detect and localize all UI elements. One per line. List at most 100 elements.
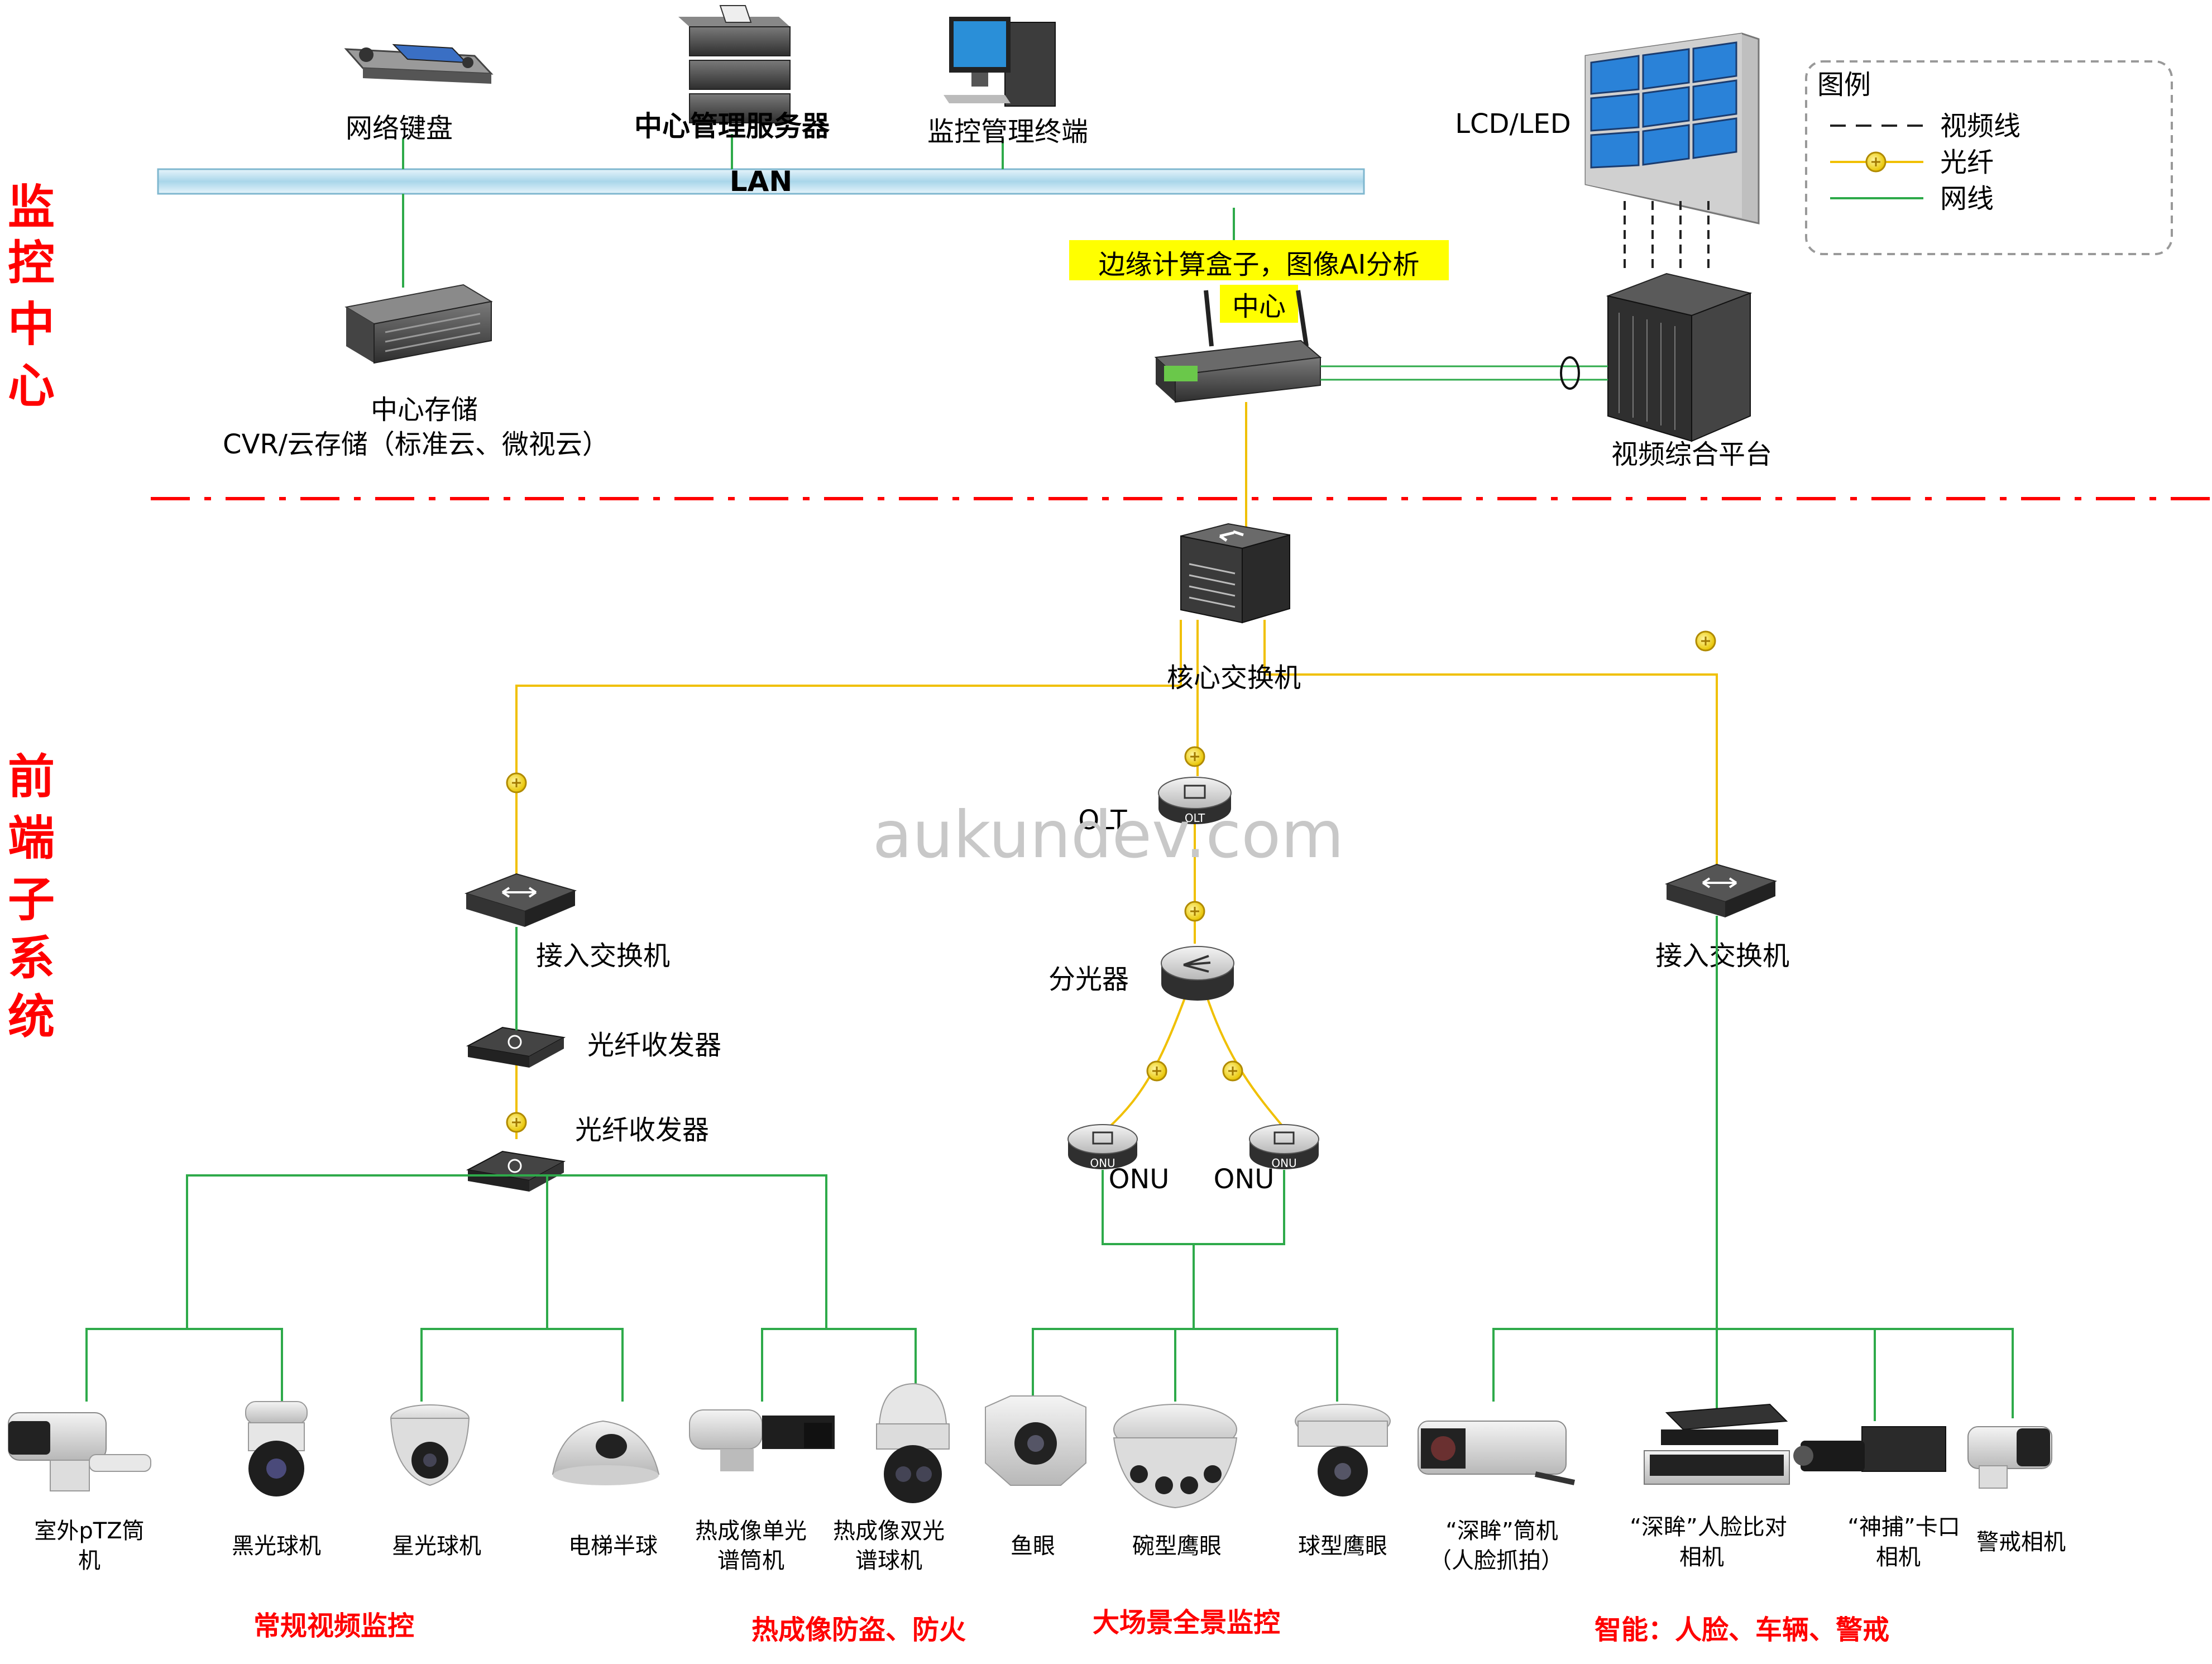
video-lines (1624, 201, 1710, 274)
thermal-bullet-camera-icon (689, 1409, 835, 1471)
checkpoint-camera-icon (1793, 1426, 1946, 1472)
edge-box-label-1: 边缘计算盒子，图像AI分析 (1099, 249, 1420, 280)
video-platform-icon (1606, 272, 1753, 442)
terminal-icon (944, 17, 1056, 107)
svg-text:控: 控 (8, 236, 55, 290)
camera-label-11a: “深眸”人脸比对 (1630, 1514, 1787, 1540)
edge-box-highlight-2 (1220, 285, 1298, 323)
camera-label-9: 球型鹰眼 (1298, 1533, 1387, 1559)
access-switch-label-left: 接入交换机 (536, 940, 670, 972)
alert-camera-icon (1967, 1426, 2052, 1489)
splitter-icon (1161, 946, 1234, 1001)
onu-label-left: ONU (1109, 1164, 1170, 1195)
svg-text:系: 系 (8, 931, 55, 986)
thermal-dual-ball-camera-icon (876, 1383, 950, 1503)
camera-label-7: 鱼眼 (1011, 1533, 1055, 1559)
camera-label-11b: 相机 (1679, 1545, 1724, 1570)
legend: 图例 视频线 光纤 网线 (1805, 60, 2173, 255)
olt-icon: OLT (1158, 777, 1232, 825)
ptz-bullet-camera-icon (8, 1412, 151, 1491)
server-icon (678, 5, 791, 123)
camera-label-13: 警戒相机 (1976, 1529, 2066, 1555)
svg-text:端: 端 (8, 811, 55, 866)
access-switch-icon-left (464, 873, 577, 927)
camera-label-6b: 谱球机 (855, 1548, 922, 1574)
camera-label-1b: 机 (78, 1548, 100, 1574)
svg-text:子: 子 (8, 872, 55, 927)
lcd-label: LCD/LED (1455, 108, 1571, 140)
onu-icon-right: ONU (1249, 1124, 1319, 1170)
camera-label-12a: “神捕”卡口 (1847, 1514, 1960, 1540)
svg-text:统: 统 (8, 989, 55, 1044)
svg-text:监: 监 (8, 180, 55, 235)
fiber-lines (515, 402, 1718, 1139)
deepeye-bullet-camera-icon (1418, 1421, 1576, 1485)
watermark: aukundev.com (873, 797, 1344, 873)
elevator-mini-dome-camera-icon (552, 1420, 660, 1485)
lan-label: LAN (730, 165, 792, 198)
onu-badge-right: ONU (1271, 1156, 1296, 1170)
core-switch-label: 核心交换机 (1167, 662, 1301, 694)
category-thermal: 热成像防盗、防火 (751, 1614, 966, 1646)
onu-badge-left: ONU (1090, 1156, 1115, 1170)
camera-label-6a: 热成像双光 (833, 1518, 945, 1544)
edge-to-platform-cables (1320, 356, 1608, 390)
section-label-frontend: 前 端 子 系 统 (8, 749, 55, 1044)
video-platform-label: 视频综合平台 (1611, 439, 1772, 470)
category-intelligent: 智能：人脸、车辆、警戒 (1595, 1614, 1889, 1646)
terminal-label: 监控管理终端 (927, 116, 1088, 147)
camera-labels: 室外pTZ筒 机 黑光球机 星光球机 电梯半球 热成像单光 谱筒机 热成像双光 … (34, 1514, 2066, 1574)
camera-label-4: 电梯半球 (568, 1533, 658, 1559)
fiber-transceiver-icon-top (466, 1026, 566, 1068)
keyboard-icon (344, 44, 494, 84)
fiber-transceiver-icon-bottom (466, 1150, 566, 1192)
face-compare-camera-icon (1644, 1403, 1790, 1485)
camera-label-5a: 热成像单光 (695, 1518, 807, 1544)
storage-label-2: CVR/云存储（标准云、微视云） (223, 429, 609, 460)
core-switch-icon (1180, 523, 1290, 624)
lan-connections (402, 134, 1235, 288)
camera-label-1a: 室外pTZ筒 (34, 1518, 144, 1544)
svg-text:前: 前 (8, 749, 55, 804)
section-label-monitor-center: 监 控 中 心 (8, 180, 55, 413)
ball-eagle-eye-camera-icon (1295, 1404, 1391, 1496)
fiber-transceiver-label-top: 光纤收发器 (587, 1030, 721, 1061)
olt-badge: OLT (1185, 811, 1205, 825)
camera-label-3: 星光球机 (392, 1533, 481, 1559)
camera-label-10a: “深眸”筒机 (1445, 1518, 1558, 1544)
legend-fiber-node (1865, 151, 1887, 173)
legend-item-video: 视频线 (1940, 111, 2021, 142)
category-labels: 常规视频监控 热成像防盗、防火 大场景全景监控 智能：人脸、车辆、警戒 (253, 1607, 1889, 1646)
splitter-label: 分光器 (1048, 964, 1129, 995)
storage-label-1: 中心存储 (371, 394, 478, 425)
lan-bus (157, 168, 1365, 195)
fisheye-camera-icon (985, 1395, 1086, 1486)
legend-item-fiber: 光纤 (1940, 147, 1994, 178)
lcd-wall-icon (1584, 32, 1760, 224)
camera-label-5b: 谱筒机 (717, 1548, 784, 1574)
starlight-dome-camera-icon (390, 1404, 470, 1486)
legend-title: 图例 (1817, 69, 1871, 101)
category-general: 常规视频监控 (253, 1610, 414, 1642)
blacklight-dome-camera-icon (245, 1401, 308, 1496)
cable-lines (85, 916, 2014, 1421)
access-switch-label-right: 接入交换机 (1655, 940, 1789, 972)
camera-label-8: 碗型鹰眼 (1132, 1533, 1222, 1559)
camera-label-12b: 相机 (1876, 1545, 1921, 1570)
camera-label-10b: （人脸抓拍） (1429, 1548, 1563, 1574)
svg-text:心: 心 (8, 358, 55, 413)
keyboard-label: 网络键盘 (346, 113, 453, 144)
edge-box-label-2: 中心 (1232, 291, 1286, 322)
camera-label-2: 黑光球机 (232, 1533, 321, 1559)
edge-box-highlight-1 (1069, 240, 1449, 280)
onu-label-right: ONU (1214, 1164, 1275, 1195)
server-label: 中心管理服务器 (634, 110, 830, 142)
legend-item-cable: 网线 (1940, 183, 1994, 214)
onu-icon-left: ONU (1067, 1124, 1138, 1170)
edge-box-icon (1154, 290, 1322, 403)
access-switch-icon-right (1664, 863, 1778, 917)
fiber-transceiver-label-bottom: 光纤收发器 (575, 1115, 709, 1146)
category-panoramic: 大场景全景监控 (1093, 1607, 1280, 1638)
storage-icon (344, 284, 493, 364)
